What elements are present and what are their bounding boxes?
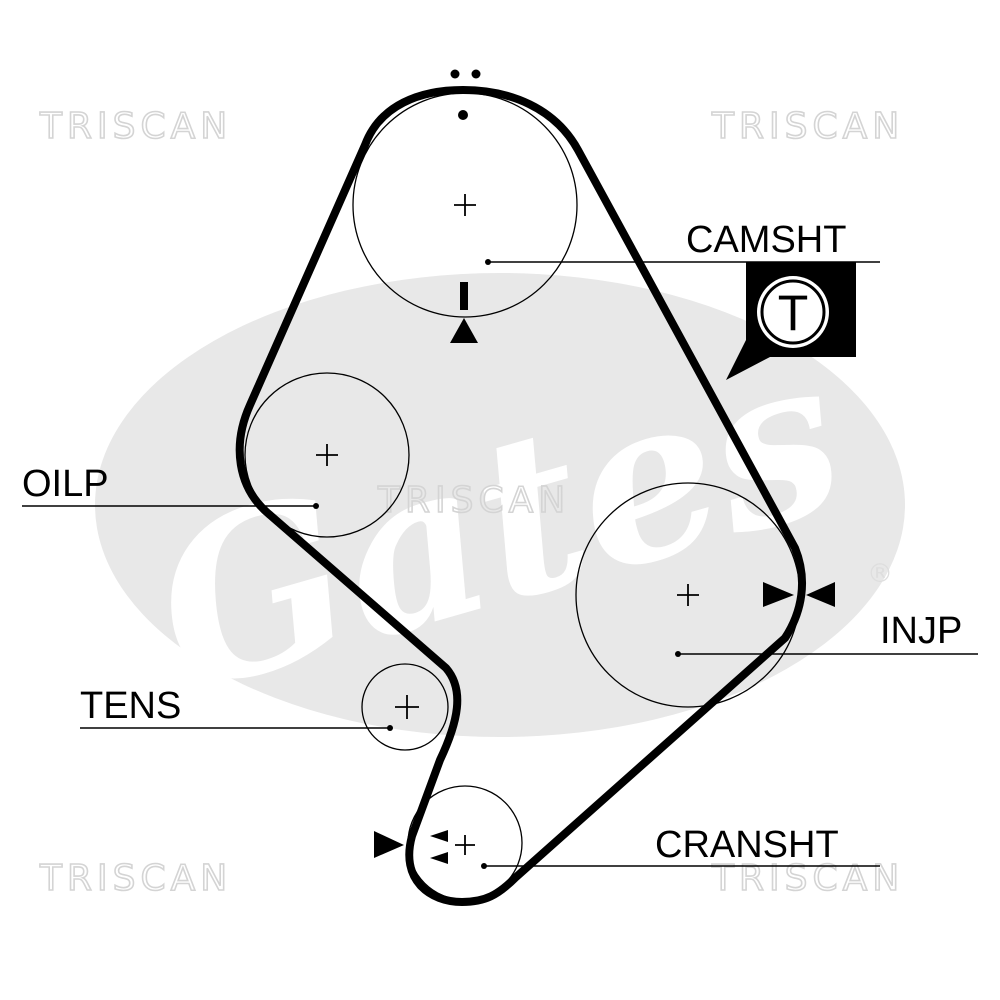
watermark-bottom-right: TRISCAN — [711, 858, 904, 899]
oil-pump-label: OILP — [22, 463, 109, 505]
tensioner-pulley — [361, 663, 449, 751]
oil-pump-pulley — [244, 372, 410, 538]
crankshaft-label: CRANSHT — [655, 824, 839, 866]
watermark-bottom-left: TRISCAN — [39, 858, 232, 899]
registered-mark: ® — [867, 559, 893, 589]
watermark-top-left: TRISCAN — [39, 106, 232, 147]
tension-t-icon: T — [726, 262, 856, 380]
tensioner-label: TENS — [80, 685, 181, 727]
timing-arrow-up-icon — [450, 282, 478, 343]
timing-bowtie-icon — [763, 582, 835, 607]
watermark-center: TRISCAN — [377, 480, 570, 521]
timing-belt — [235, 86, 806, 906]
timing-arrows-icon — [374, 830, 448, 864]
tension-t-letter: T — [778, 285, 809, 341]
injection-pump-label: INJP — [880, 610, 962, 652]
gates-logo-ellipse — [95, 273, 905, 737]
camshaft-label: CAMSHT — [686, 219, 846, 261]
timing-dots-icon — [450, 69, 481, 120]
watermark-top-right: TRISCAN — [711, 106, 904, 147]
